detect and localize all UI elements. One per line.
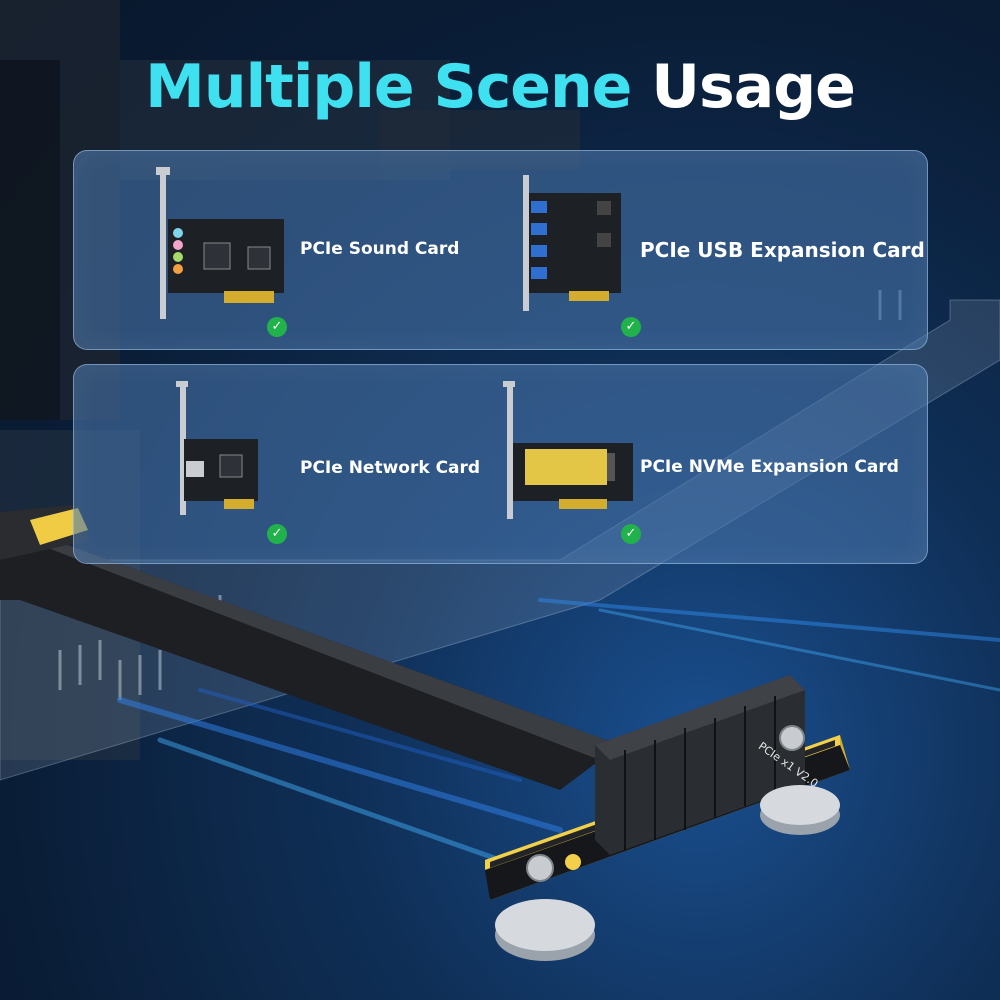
card-label-network: PCIe Network Card [300, 458, 481, 478]
check-icon: ✓ [267, 524, 287, 544]
compatibility-panel-bottom: PCIe Network Card ✓ PCIe NVMe Expansion … [73, 364, 928, 564]
headline-accent: Multiple Scene [145, 52, 632, 122]
usb-card-image [523, 175, 621, 311]
check-icon: ✓ [621, 524, 641, 544]
card-label-sound: PCIe Sound Card [300, 239, 460, 259]
network-card-image [176, 381, 258, 515]
riser-board [485, 675, 850, 961]
sound-card-image [156, 167, 284, 319]
light-streaks [117, 598, 1000, 863]
compatibility-panel-top: PCIe Sound Card ✓ PCIe USB Expansion Car… [73, 150, 928, 350]
headline-plain: Usage [651, 52, 856, 122]
card-label-nvme: PCIe NVMe Expansion Card [640, 457, 899, 477]
check-icon: ✓ [621, 317, 641, 337]
card-label-usb: PCIe USB Expansion Card [640, 238, 925, 262]
ribbon-cable [0, 505, 620, 790]
nvme-card-image [503, 381, 633, 519]
check-icon: ✓ [267, 317, 287, 337]
headline: Multiple Scene Usage [0, 52, 1000, 122]
